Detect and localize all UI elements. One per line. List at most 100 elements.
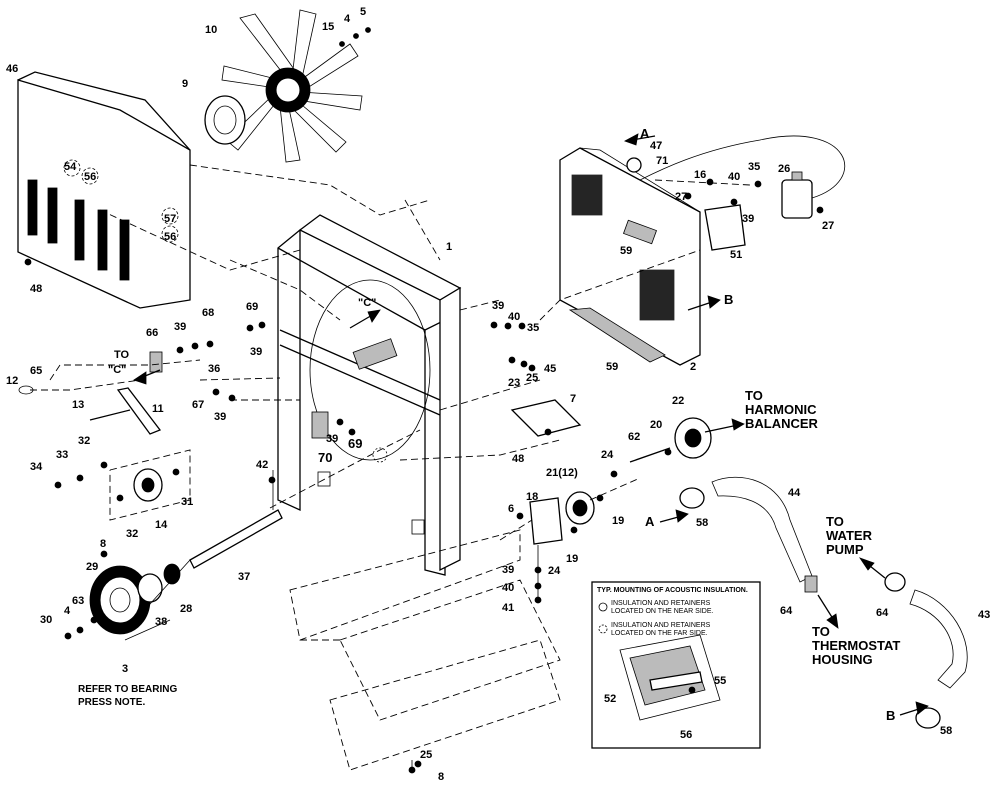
bearing-note-line-2: PRESS NOTE. bbox=[78, 697, 145, 708]
callout-69: 69 bbox=[246, 301, 258, 313]
callout-34: 34 bbox=[30, 461, 43, 473]
view-a-top: A bbox=[640, 126, 650, 141]
callout-40: 40 bbox=[502, 582, 514, 594]
callout-labels: 1 2 3 4 4 5 6 7 8 8 9 10 11 12 13 14 15 … bbox=[6, 6, 990, 783]
callout-5: 5 bbox=[360, 6, 366, 18]
callout-59: 59 bbox=[606, 361, 618, 373]
callout-33: 33 bbox=[56, 449, 68, 461]
callout-43: 43 bbox=[978, 609, 990, 621]
callout-70: 70 bbox=[318, 450, 332, 465]
callout-62: 62 bbox=[628, 431, 640, 443]
callout-39: 39 bbox=[250, 346, 262, 358]
leader-lines bbox=[30, 164, 751, 772]
callout-57: 57 bbox=[164, 213, 176, 225]
callout-29: 29 bbox=[86, 561, 98, 573]
callout-25: 25 bbox=[420, 749, 432, 761]
radiator bbox=[559, 147, 701, 366]
callout-4: 4 bbox=[344, 13, 351, 25]
callout-26: 26 bbox=[778, 163, 790, 175]
callout-48: 48 bbox=[30, 283, 42, 295]
callout-56: 56 bbox=[164, 231, 176, 243]
callout-51: 51 bbox=[730, 249, 742, 261]
callout-24: 24 bbox=[601, 449, 614, 461]
callout-30: 30 bbox=[40, 614, 52, 626]
callout-54: 54 bbox=[64, 161, 77, 173]
callout-14: 14 bbox=[155, 519, 168, 531]
callout-44: 44 bbox=[788, 487, 801, 499]
hoses bbox=[679, 476, 968, 729]
callout-28: 28 bbox=[180, 603, 192, 615]
drive-pulley bbox=[89, 509, 283, 635]
shroud-panel bbox=[17, 71, 191, 309]
callout-58: 58 bbox=[940, 725, 952, 737]
callout-64: 64 bbox=[780, 605, 793, 617]
harmonic-label-1: TO bbox=[745, 388, 763, 403]
callout-38: 38 bbox=[155, 616, 167, 628]
callout-45: 45 bbox=[544, 363, 556, 375]
view-marks: "C" TO "C" A A B B bbox=[108, 126, 895, 723]
callout-4: 4 bbox=[64, 605, 71, 617]
callout-58: 58 bbox=[696, 517, 708, 529]
callout-66: 66 bbox=[146, 327, 158, 339]
view-c-left-to: TO bbox=[114, 349, 130, 361]
callout-2: 2 bbox=[690, 361, 696, 373]
view-c-center: "C" bbox=[358, 297, 376, 309]
callout-6: 6 bbox=[508, 503, 514, 515]
callout-16: 16 bbox=[694, 169, 706, 181]
callout-8: 8 bbox=[438, 771, 444, 783]
bearing-note: REFER TO BEARING PRESS NOTE. bbox=[78, 684, 177, 708]
water-label-1: TO bbox=[826, 514, 844, 529]
bearing-note-line-1: REFER TO BEARING bbox=[78, 684, 177, 695]
callout-19: 19 bbox=[612, 515, 624, 527]
callout-27: 27 bbox=[822, 220, 834, 232]
callout-37: 37 bbox=[238, 571, 250, 583]
harmonic-label-2: HARMONIC bbox=[745, 402, 817, 417]
callout-15: 15 bbox=[322, 21, 334, 33]
water-label-2: WATER bbox=[826, 528, 873, 543]
callout-9: 9 bbox=[182, 78, 188, 90]
water-pump-parts bbox=[510, 399, 712, 545]
fasteners bbox=[54, 27, 824, 774]
engine-rail bbox=[289, 529, 561, 771]
callout-39: 39 bbox=[492, 300, 504, 312]
coolant-bottle bbox=[639, 135, 846, 251]
callout-56: 56 bbox=[680, 729, 692, 741]
harmonic-label-3: BALANCER bbox=[745, 416, 819, 431]
callout-27: 27 bbox=[675, 191, 687, 203]
view-a-left: A bbox=[645, 514, 655, 529]
callout-8: 8 bbox=[100, 538, 106, 550]
callout-18: 18 bbox=[526, 491, 538, 503]
callout-24: 24 bbox=[548, 565, 561, 577]
callout-39: 39 bbox=[742, 213, 754, 225]
callout-67: 67 bbox=[192, 399, 204, 411]
callout-55: 55 bbox=[714, 675, 726, 687]
fan-assembly bbox=[204, 9, 363, 163]
insulation-far-line-2: LOCATED ON THE FAR SIDE. bbox=[611, 630, 708, 637]
callout-32: 32 bbox=[126, 528, 138, 540]
callout-39: 39 bbox=[502, 564, 514, 576]
callout-52: 52 bbox=[604, 693, 616, 705]
tensioner-parts bbox=[18, 351, 163, 502]
callout-11: 11 bbox=[152, 403, 164, 415]
callout-68: 68 bbox=[202, 307, 214, 319]
callout-39: 39 bbox=[174, 321, 186, 333]
callout-41: 41 bbox=[502, 602, 514, 614]
callout-32: 32 bbox=[78, 435, 90, 447]
callout-19: 19 bbox=[566, 553, 578, 565]
callout-47: 47 bbox=[650, 140, 662, 152]
destination-labels: TO HARMONIC BALANCER TO WATER PUMP TO TH… bbox=[745, 388, 900, 667]
callout-13: 13 bbox=[72, 399, 84, 411]
callout-23: 23 bbox=[508, 377, 520, 389]
callout-10: 10 bbox=[205, 24, 217, 36]
callout-39: 39 bbox=[214, 411, 226, 423]
callout-46: 46 bbox=[6, 63, 18, 75]
callout-64: 64 bbox=[876, 607, 889, 619]
insulation-box-text: TYP. MOUNTING OF ACOUSTIC INSULATION. IN… bbox=[597, 587, 748, 637]
callout-12: 12 bbox=[6, 375, 18, 387]
callout-21: 21(12) bbox=[546, 467, 578, 479]
water-label-3: PUMP bbox=[826, 542, 864, 557]
callout-36: 36 bbox=[208, 363, 220, 375]
callout-35: 35 bbox=[748, 161, 760, 173]
